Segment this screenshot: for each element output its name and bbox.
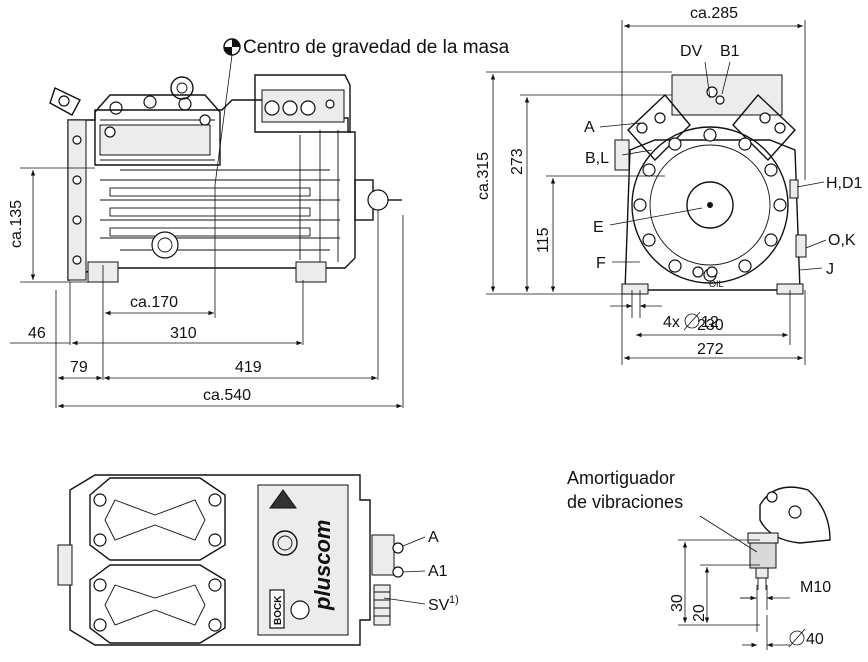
label-sv: SV xyxy=(428,597,450,614)
dim-230: 230 xyxy=(697,317,724,334)
dim-419: 419 xyxy=(235,359,262,376)
damper-title-line1: Amortiguador xyxy=(567,468,675,488)
side-view: OIL xyxy=(486,20,827,365)
label-b1: B1 xyxy=(720,43,740,60)
gravity-center-note: Centro de gravedad de la masa xyxy=(243,37,510,58)
brand-logo: pluscom xyxy=(310,520,335,611)
top-view: pluscom BOCK xyxy=(57,474,426,646)
label-sv-footnote: 1) xyxy=(449,594,459,606)
diameter-icon xyxy=(788,628,806,648)
dim-ca315: ca.315 xyxy=(475,152,492,200)
damper-detail xyxy=(678,486,831,650)
dim-20: 20 xyxy=(691,604,708,622)
dim-273: 273 xyxy=(509,148,526,175)
label-bl: B,L xyxy=(585,150,609,167)
dim-ca540: ca.540 xyxy=(203,387,251,404)
dim-m10: M10 xyxy=(800,579,831,596)
label-a: A xyxy=(584,119,595,136)
label-top-a: A xyxy=(428,529,439,546)
dim-ca285: ca.285 xyxy=(690,5,738,22)
dim-ca135: ca.135 xyxy=(8,200,25,248)
label-top-a1: A1 xyxy=(428,563,448,580)
label-e: E xyxy=(593,219,604,236)
label-j: J xyxy=(826,261,834,278)
front-view xyxy=(10,38,404,409)
maker-logo: BOCK xyxy=(273,595,284,625)
dim-holes-count: 4x xyxy=(663,314,680,331)
dim-ca170: ca.170 xyxy=(130,294,178,311)
dim-46: 46 xyxy=(28,325,46,342)
damper-title-line2: de vibraciones xyxy=(567,492,683,512)
diameter-icon xyxy=(683,311,701,331)
oil-mark: OIL xyxy=(709,279,724,289)
label-ok: O,K xyxy=(828,232,856,249)
dim-115: 115 xyxy=(535,227,552,253)
dim-holes-diameter: 12 xyxy=(701,314,719,331)
label-f: F xyxy=(596,255,606,272)
dim-310: 310 xyxy=(170,325,197,342)
dim-272: 272 xyxy=(697,341,724,358)
label-dv: DV xyxy=(680,43,703,60)
dim-40: 40 xyxy=(806,631,824,648)
label-hd1: H,D1 xyxy=(826,175,863,192)
dim-30: 30 xyxy=(669,594,686,612)
dim-79: 79 xyxy=(70,359,88,376)
